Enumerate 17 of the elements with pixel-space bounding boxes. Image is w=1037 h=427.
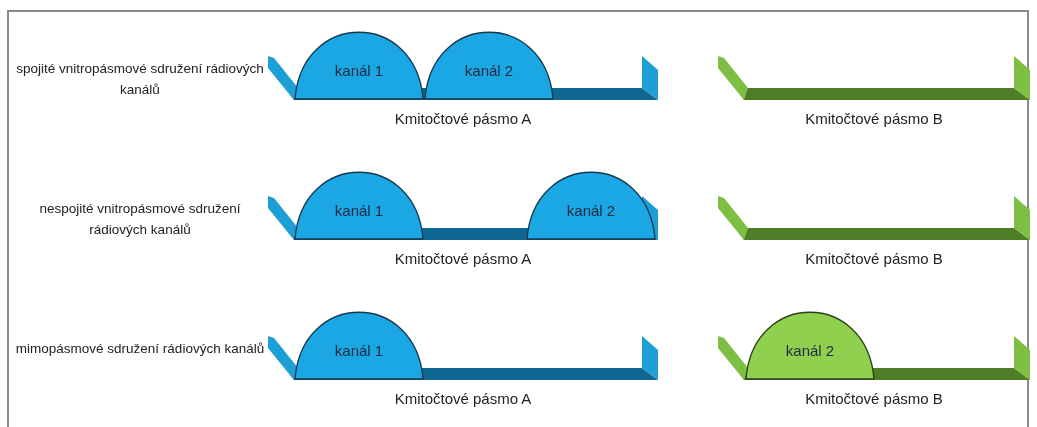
row-label: mimopásmové sdružení rádiových kanálů [14,340,266,358]
frequency-band-tray [718,196,1030,242]
channel-label: kanál 2 [463,62,515,79]
channel-label: kanál 1 [333,62,385,79]
row-label: spojité vnitropásmové sdružení rádiových kanálů [15,60,265,99]
band-caption: Kmitočtové pásmo B [804,390,944,407]
band-caption: Kmitočtové pásmo B [804,110,944,127]
band-caption: Kmitočtové pásmo A [393,250,533,267]
channel-label: kanál 2 [565,202,617,219]
band-caption: Kmitočtové pásmo A [393,390,533,407]
frequency-band-tray [718,56,1030,102]
channel-label: kanál 2 [784,342,836,359]
channel-label: kanál 1 [333,342,385,359]
row-label: nespojité vnitropásmové sdružení rádiových kanálů [38,200,242,239]
band-caption: Kmitočtové pásmo A [393,110,533,127]
band-caption: Kmitočtové pásmo B [804,250,944,267]
channel-label: kanál 1 [333,202,385,219]
